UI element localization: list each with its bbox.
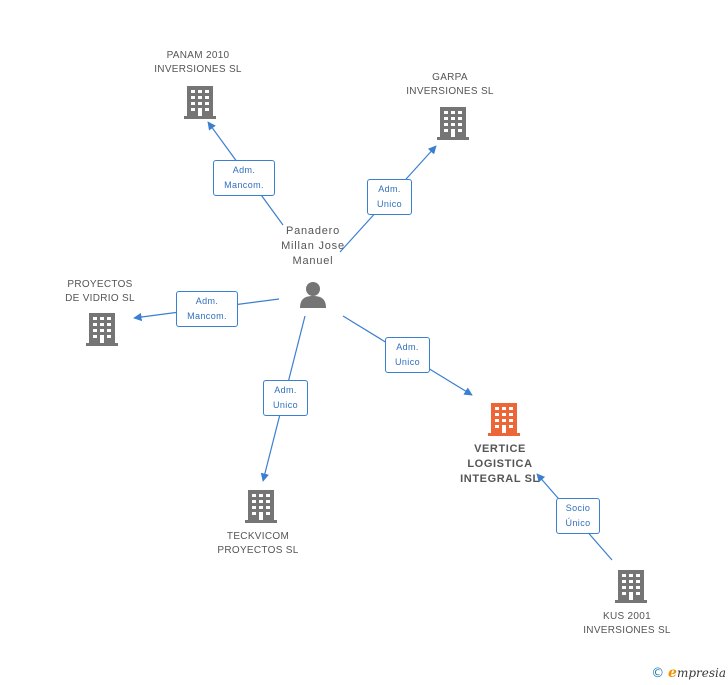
- relation-role-line: Adm.: [195, 296, 219, 306]
- relation-role-line: Adm.: [232, 165, 256, 175]
- company-name-line: GARPA: [432, 72, 468, 83]
- company-label-proyectos[interactable]: PROYECTOS DE VIDRIO SL: [40, 278, 160, 306]
- relation-role-line: Adm.: [396, 342, 419, 352]
- relation-role-line: Mancom.: [224, 180, 264, 190]
- relation-role-line: Unico: [394, 357, 420, 367]
- relation-badge-vertice[interactable]: Adm. Unico: [385, 337, 430, 373]
- relation-role-line: Mancom.: [187, 311, 227, 321]
- person-name-line: Millan Jose: [281, 240, 345, 252]
- person-icon[interactable]: [300, 282, 326, 308]
- company-name-line: INTEGRAL SL: [460, 473, 540, 485]
- copyright-icon: ©: [651, 666, 665, 681]
- company-name-line: TECKVICOM: [226, 531, 290, 542]
- relation-role-line: Unico: [272, 400, 298, 410]
- relation-badge-garpa[interactable]: Adm. Unico: [367, 179, 412, 215]
- company-name-line: KUS 2001: [603, 611, 651, 622]
- empresia-brand[interactable]: © empresia: [651, 665, 726, 681]
- company-label-vertice[interactable]: VERTICE LOGISTICA INTEGRAL SL: [440, 442, 560, 487]
- company-name-line: VERTICE: [474, 443, 526, 455]
- brand-logo-text: mpresia: [676, 666, 726, 680]
- relation-role-line: Adm.: [378, 184, 401, 194]
- person-name-label[interactable]: Panadero Millan Jose Manuel: [263, 224, 363, 269]
- relation-badge-panam[interactable]: Adm. Mancom.: [213, 160, 275, 196]
- relation-role-line: Socio: [565, 503, 591, 513]
- relation-badge-teckvicom[interactable]: Adm. Unico: [263, 380, 308, 416]
- company-name-line: INVERSIONES SL: [583, 625, 671, 636]
- person-name-line: Manuel: [292, 255, 334, 267]
- relation-role-line: Único: [565, 518, 591, 528]
- company-name-line: DE VIDRIO SL: [65, 293, 135, 304]
- building-icon[interactable]: [615, 570, 647, 603]
- building-icon[interactable]: [184, 86, 216, 119]
- company-name-line: LOGISTICA: [467, 458, 533, 470]
- relation-role-line: Adm.: [274, 385, 297, 395]
- relation-badge-kus[interactable]: Socio Único: [556, 498, 600, 534]
- building-icon[interactable]: [245, 490, 277, 523]
- person-name-line: Panadero: [285, 225, 341, 237]
- company-label-teckvicom[interactable]: TECKVICOM PROYECTOS SL: [198, 530, 318, 558]
- company-name-line: PROYECTOS SL: [217, 545, 299, 556]
- company-label-kus[interactable]: KUS 2001 INVERSIONES SL: [567, 610, 687, 638]
- company-name-line: PROYECTOS: [67, 279, 133, 290]
- brand-logo-initial: e: [668, 665, 677, 681]
- company-name-line: PANAM 2010: [166, 50, 230, 61]
- building-icon[interactable]: [437, 107, 469, 140]
- building-icon[interactable]: [488, 403, 520, 436]
- relation-role-line: Unico: [376, 199, 402, 209]
- relation-badge-proyectos[interactable]: Adm. Mancom.: [176, 291, 238, 327]
- company-label-garpa[interactable]: GARPA INVERSIONES SL: [390, 71, 510, 99]
- company-name-line: INVERSIONES SL: [154, 64, 242, 75]
- company-name-line: INVERSIONES SL: [406, 86, 494, 97]
- company-label-panam[interactable]: PANAM 2010 INVERSIONES SL: [138, 49, 258, 77]
- building-icon[interactable]: [86, 313, 118, 346]
